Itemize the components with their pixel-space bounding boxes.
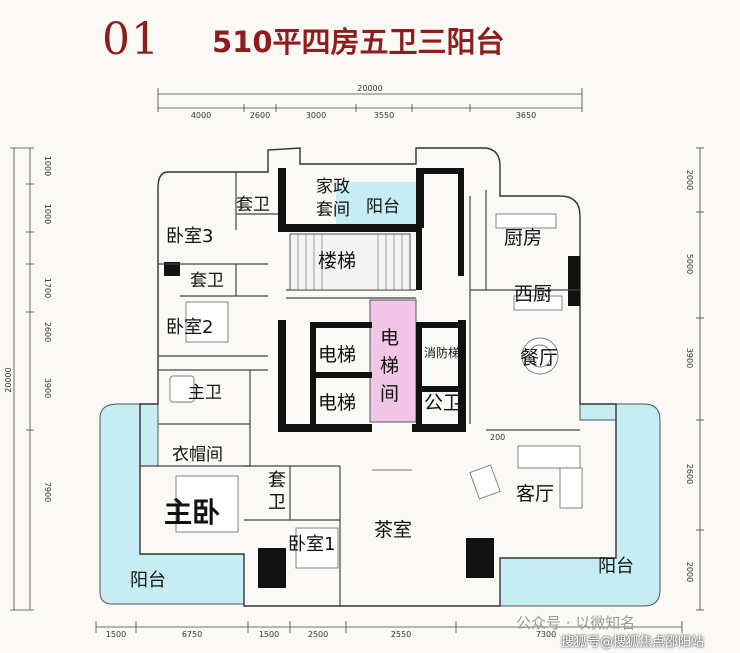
dim-left-2: 1000 (43, 204, 52, 224)
dim-left-3: 1700 (43, 278, 52, 298)
watermark-wechat: 公众号 · 以微知名 (516, 614, 636, 632)
elevator-hall-area (369, 299, 417, 423)
plan-number: 01 (102, 14, 160, 65)
dim-bottom-6: 7300 (536, 630, 556, 639)
label-suite-bath-low-2: 卫 (268, 492, 286, 513)
label-inner-dimension: 200 (490, 433, 505, 442)
dim-top-1: 4000 (191, 111, 211, 120)
label-fire-elevator: 消防梯 (424, 345, 460, 360)
dim-left-total: 20000 (4, 367, 13, 392)
stairs (289, 233, 411, 291)
label-elevator-hall-3: 间 (380, 383, 399, 405)
label-tea-room: 茶室 (374, 519, 412, 541)
label-suite-bath-mid: 套卫 (190, 271, 224, 291)
dim-bottom-2: 6750 (182, 630, 202, 639)
balcony-north (336, 182, 416, 224)
label-public-bath: 公卫 (424, 392, 462, 414)
label-western-kitchen: 西厨 (514, 283, 552, 305)
label-dining: 餐厅 (520, 347, 558, 369)
room-labels: 家政 套间 阳台 套卫 卧室3 楼梯 厨房 套卫 西厨 卧室2 电梯 电 梯 间… (130, 177, 634, 591)
dim-right-1: 2000 (685, 170, 694, 190)
label-master-bath: 主卫 (188, 383, 222, 403)
dim-right-3: 3900 (685, 348, 694, 368)
dim-bottom-5: 2550 (391, 630, 411, 639)
dimension-lines (10, 88, 704, 633)
header: 01 510平四房五卫三阳台 (0, 0, 740, 80)
label-closet: 衣帽间 (172, 445, 223, 465)
dim-right-4: 2600 (685, 464, 694, 484)
dim-left-5: 3900 (43, 378, 52, 398)
plan-title: 510平四房五卫三阳台 (212, 25, 505, 59)
label-balcony-north: 阳台 (366, 197, 400, 217)
label-master-bedroom: 主卧 (164, 496, 220, 529)
label-balcony-se: 阳台 (598, 556, 634, 577)
dim-top-2: 2600 (250, 111, 270, 120)
label-bedroom3: 卧室3 (166, 226, 213, 247)
label-suite-bath-top: 套卫 (236, 195, 270, 215)
dim-top-4: 3550 (374, 111, 394, 120)
dim-right-5: 2000 (685, 562, 694, 582)
dim-top-total: 20000 (357, 84, 382, 93)
dim-left-4: 2600 (43, 322, 52, 342)
label-bedroom2: 卧室2 (166, 317, 213, 338)
label-suite-bath-low-1: 套 (268, 470, 286, 491)
label-elevator-1: 电梯 (318, 344, 356, 366)
dim-bottom-3: 1500 (259, 630, 279, 639)
label-housekeeping-suite: 套间 (316, 200, 350, 220)
watermark-sohu: 搜狐号@搜狐焦点邵阳站 (561, 635, 705, 650)
label-elevator-2: 电梯 (318, 392, 356, 414)
label-elevator-hall-1: 电 (380, 327, 399, 349)
dimension-labels: 20000 4000 2600 3000 3550 3650 1500 6750… (4, 84, 694, 639)
core-walls (164, 168, 580, 588)
dim-left-1: 1000 (43, 156, 52, 176)
label-housekeeping: 家政 (316, 177, 350, 197)
dim-bottom-4: 2500 (308, 630, 328, 639)
label-stairs: 楼梯 (318, 250, 356, 272)
label-bedroom1: 卧室1 (288, 534, 335, 555)
furniture (169, 213, 583, 569)
building-outline (139, 147, 617, 607)
dim-left-6: 7900 (43, 482, 52, 502)
dim-bottom-1: 1500 (106, 630, 126, 639)
dim-right-2: 5000 (685, 254, 694, 274)
dim-top-3: 3000 (306, 111, 326, 120)
label-living: 客厅 (516, 483, 554, 505)
label-balcony-sw: 阳台 (130, 570, 166, 591)
label-kitchen: 厨房 (504, 227, 542, 249)
label-elevator-hall-2: 梯 (380, 355, 399, 377)
dim-top-5: 3650 (516, 111, 536, 120)
